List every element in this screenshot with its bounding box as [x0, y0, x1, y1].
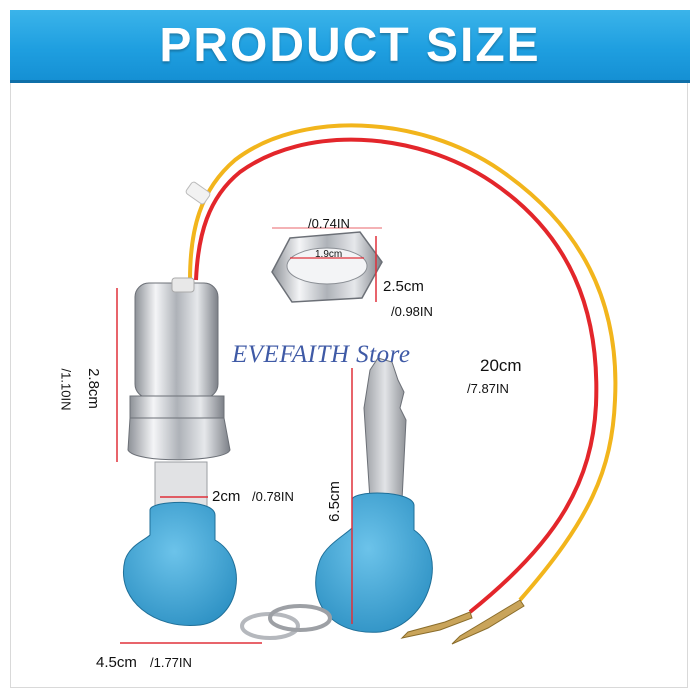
- cylinder-height-cm-label: 2.8cm: [84, 368, 102, 409]
- nut-width-inch-label: /0.74IN: [308, 216, 350, 231]
- wire-clip: [185, 181, 211, 205]
- nut-height-cm-label: 2.5cm: [383, 278, 424, 295]
- key-ring: [240, 604, 332, 640]
- dimension-lines: [116, 227, 382, 644]
- key-length-cm-label: 6.5cm: [325, 481, 343, 522]
- nut-inner-diameter-label: 1.9cm: [315, 249, 343, 260]
- shaft-length-inch-label: /0.78IN: [252, 489, 294, 504]
- nut-height-inch-label: /0.98IN: [391, 304, 433, 319]
- terminal-connector: [400, 611, 473, 639]
- spare-key: [315, 357, 433, 633]
- red-wire: [194, 137, 599, 614]
- hex-nut: [271, 231, 383, 303]
- lock-cylinder: [127, 277, 231, 511]
- yellow-wire: [188, 123, 618, 602]
- key-width-inch-label: /1.77IN: [150, 655, 192, 670]
- terminal-connector: [451, 599, 525, 645]
- product-size-banner: PRODUCT SIZE: [10, 10, 690, 83]
- key-width-cm-label: 4.5cm: [96, 654, 137, 671]
- store-watermark: EVEFAITH Store: [232, 341, 411, 368]
- cylinder-height-inch-label: /1.10IN: [58, 368, 74, 411]
- wire-terminals: [400, 599, 525, 645]
- shaft-length-cm-label: 2cm: [212, 488, 241, 505]
- wire-length-inch-label: /7.87IN: [467, 381, 509, 396]
- key-in-lock: [123, 501, 237, 627]
- banner-title: PRODUCT SIZE: [159, 18, 541, 72]
- wire-length-cm-label: 20cm: [480, 356, 522, 375]
- wire-harness: [185, 123, 618, 614]
